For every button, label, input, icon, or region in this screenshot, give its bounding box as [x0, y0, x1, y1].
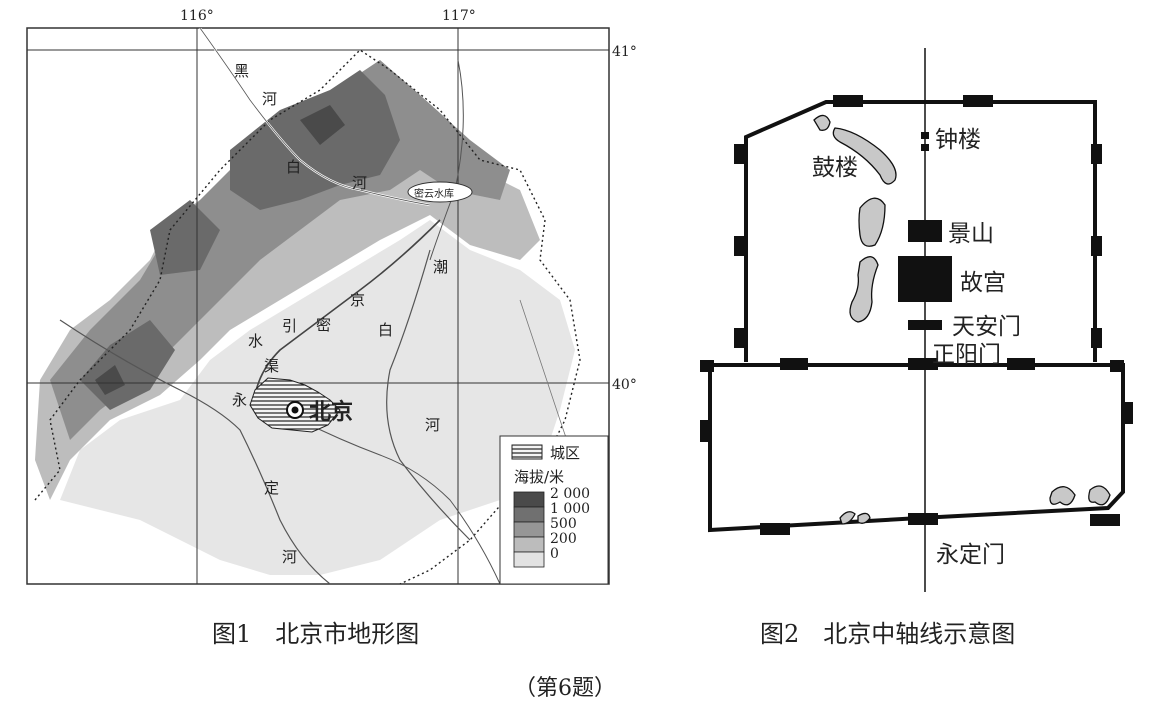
- outer-city-wall: [708, 363, 1125, 533]
- label-heihe-1: 黑: [234, 62, 249, 80]
- legend-swatch-0: [513, 491, 545, 508]
- beijing-terrain-map: 北京 116° 117° 41° 40° 黑 河 白 河 潮 京 密 引 水 渠…: [26, 8, 637, 585]
- label-yongding-ding: 定: [264, 479, 279, 497]
- lake-beihai: [858, 197, 886, 247]
- legend-swatch-2: [513, 521, 545, 538]
- label-yongdingmen: 永定门: [936, 542, 1005, 568]
- terrain-high-mountains: [80, 70, 400, 410]
- figure2-caption: 图2 北京中轴线示意图: [760, 620, 1016, 648]
- lake-qianhai: [832, 127, 897, 185]
- label-chaohe-1: 潮: [433, 258, 448, 276]
- miyun-reservoir: [407, 181, 473, 203]
- lon-label-117: 117°: [442, 8, 476, 24]
- jingshan-marker: [908, 220, 942, 242]
- legend-level-label-0: 2 000: [550, 486, 590, 502]
- legend-swatch-3: [513, 536, 545, 553]
- wall-gates: [700, 95, 1133, 535]
- river-yongding: [59, 319, 331, 584]
- label-baihe2: 白: [378, 321, 393, 339]
- label-heihe-2: 河: [262, 90, 277, 108]
- legend-level-label-2: 500: [550, 516, 577, 532]
- central-axis-diagram: 钟楼 鼓楼 景山 故宫 天安门 正阳门 永定门: [700, 48, 1133, 592]
- river-heihe-line: [199, 28, 431, 206]
- legend-title: 海拔/米: [514, 468, 564, 486]
- pond-right-2: [1088, 485, 1111, 506]
- label-jingshan: 景山: [948, 221, 994, 247]
- lat-label-41: 41°: [612, 44, 637, 60]
- lat-label-40: 40°: [612, 377, 637, 393]
- label-yongding-he: 河: [282, 548, 297, 566]
- canal-jingmi: [254, 219, 441, 396]
- question-label: （第6题）: [514, 676, 616, 701]
- label-zhengyangmen: 正阳门: [932, 342, 1001, 368]
- beijing-point-inner: [291, 406, 299, 414]
- terrain-hills: [35, 120, 540, 500]
- label-baihe-2: 河: [352, 174, 367, 192]
- label-jingmi-shui: 水: [248, 332, 263, 350]
- label-jingmi-jing: 京: [350, 291, 365, 309]
- label-jingmi-mi: 密: [316, 316, 331, 334]
- label-baihe-1: 白: [286, 158, 301, 176]
- zhonglou-marker: [921, 132, 929, 139]
- figure1-caption: 图1 北京市地形图: [212, 620, 420, 648]
- city-label: 北京: [309, 399, 353, 425]
- legend-swatch-1: [513, 506, 545, 523]
- gulou-marker: [921, 144, 929, 151]
- legend-level-label-1: 1 000: [550, 501, 590, 517]
- legend-level-label-4: 0: [550, 546, 559, 562]
- label-reservoir: 密云水库: [414, 187, 454, 200]
- pond-right-1: [1049, 486, 1076, 506]
- lake-shichahai: [813, 114, 831, 131]
- pond-left-2: [857, 512, 871, 524]
- lake-zhongnanhai: [849, 256, 879, 323]
- legend-swatch-4: [513, 551, 545, 568]
- legend-city-label: 城区: [550, 444, 580, 462]
- label-yongding-yong: 永: [232, 391, 247, 409]
- label-zhonglou: 钟楼: [935, 127, 981, 153]
- lon-label-116: 116°: [180, 8, 214, 24]
- municipal-boundary: [34, 49, 581, 584]
- legend-city-swatch: [511, 444, 543, 460]
- label-jingmi-yin: 引: [282, 317, 297, 335]
- river-beiyun: [299, 419, 501, 584]
- inner-city-wall: [744, 100, 1097, 362]
- label-tiananmen: 天安门: [952, 314, 1021, 340]
- gugong-marker: [898, 256, 952, 302]
- river-baihe-lower: [386, 249, 471, 541]
- legend-level-label-3: 200: [550, 531, 577, 547]
- label-jingmi-qu: 渠: [264, 357, 279, 375]
- label-gugong: 故宫: [960, 270, 1006, 296]
- tiananmen-marker: [908, 320, 942, 330]
- label-gulou: 鼓楼: [812, 155, 858, 181]
- pond-left-1: [839, 511, 856, 525]
- terrain-peaks: [95, 105, 345, 395]
- label-he-right: 河: [425, 416, 440, 434]
